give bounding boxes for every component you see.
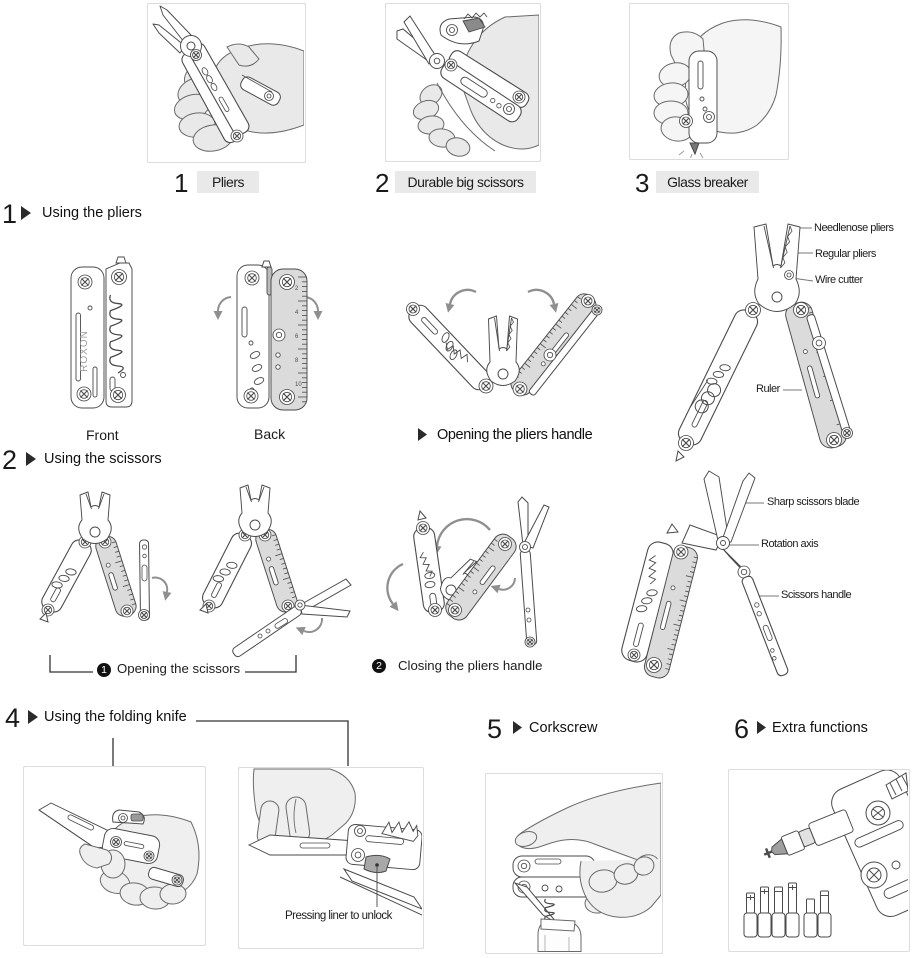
svg-text:4: 4 bbox=[295, 310, 299, 316]
svg-text:2: 2 bbox=[295, 286, 299, 292]
svg-text:6: 6 bbox=[295, 334, 299, 340]
svg-text:10: 10 bbox=[295, 382, 302, 388]
svg-text:ROXON: ROXON bbox=[79, 330, 90, 372]
svg-text:8: 8 bbox=[295, 358, 299, 364]
